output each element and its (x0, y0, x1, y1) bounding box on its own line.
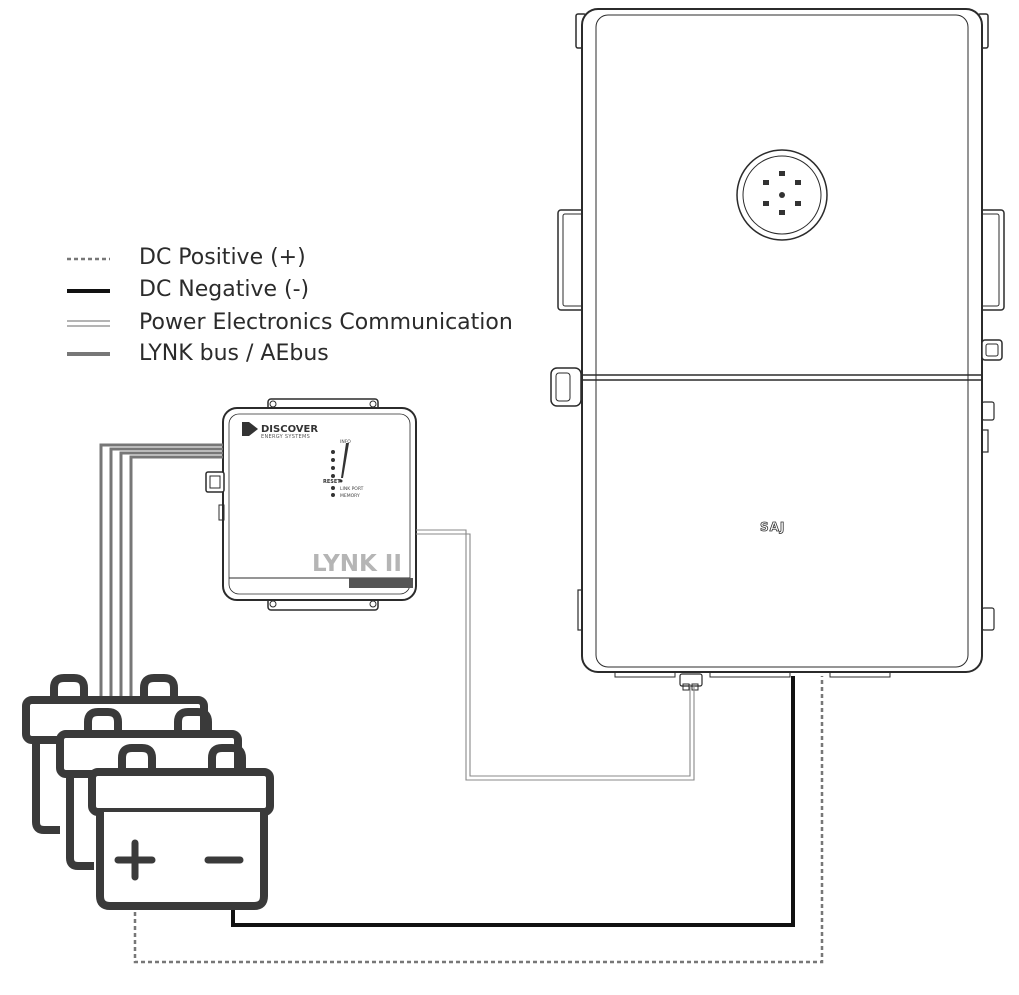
lynk-info-label: INFO (340, 439, 351, 445)
lynk-link-port-label: LINK PORT (340, 486, 364, 492)
lynk-brand-name: DISCOVER (261, 424, 318, 435)
inverter (550, 8, 1005, 691)
legend-label-lynk-bus: LYNK bus / AEbus (139, 341, 329, 366)
lynk-memory-label: MEMORY (340, 493, 360, 499)
inverter-brand-label: SAJ (760, 520, 785, 534)
lynk-model-label: LYNK II (312, 551, 402, 577)
legend-label-dc-positive: DC Positive (+) (139, 245, 306, 270)
lynk-ii-gateway (205, 398, 417, 611)
wire-dc-positive (133, 676, 824, 964)
wire-dc-negative (231, 676, 795, 927)
legend-item-dc-negative: DC Negative (-) (67, 277, 309, 302)
legend-item-power-electronics-communication: Power Electronics Communication (67, 310, 513, 335)
lynk-brand-sub: ENERGY SYSTEMS (261, 434, 310, 440)
lynk-reset-label: RESET (323, 479, 341, 485)
battery-stack (22, 674, 274, 910)
legend-item-dc-positive: DC Positive (+) (67, 245, 306, 270)
legend: DC Positive (+) DC Negative (-) Power El… (67, 245, 513, 366)
legend-label-power-electronics-communication: Power Electronics Communication (139, 310, 513, 335)
wire-power-electronics-communication (416, 529, 695, 781)
battery-3 (88, 744, 274, 910)
wire-lynk-bus (99, 443, 223, 700)
legend-label-dc-negative: DC Negative (-) (139, 277, 309, 302)
battery-plus-icon (114, 839, 156, 881)
legend-item-lynk-bus: LYNK bus / AEbus (67, 341, 329, 366)
